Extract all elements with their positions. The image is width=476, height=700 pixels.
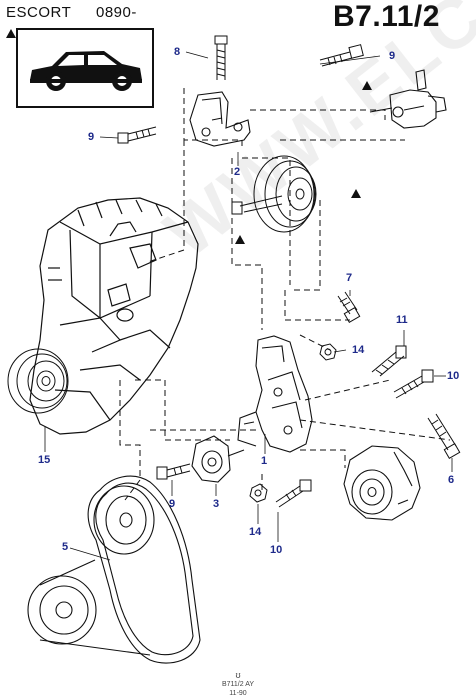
drive-belt-drawing [27, 475, 201, 664]
callout-3: 3 [213, 498, 220, 510]
bolt-11-drawing [371, 345, 407, 377]
assembly-lines [119, 88, 451, 501]
bolt-8-drawing [214, 35, 228, 80]
callout-14-lower: 14 [249, 526, 262, 538]
callout-1: 1 [261, 455, 268, 467]
engine-block-drawing [29, 197, 199, 435]
callout-10-upper: 10 [447, 370, 460, 382]
steering-pump-pulley-drawing [231, 155, 317, 233]
nut-14-lower-drawing [249, 483, 268, 503]
footer-drawing-code: B711/2 AY [221, 681, 255, 688]
footer-symbol: ʊ [235, 670, 241, 680]
diagram-reference: B7.11/2 [333, 0, 440, 33]
model-label: ESCORT [6, 4, 72, 21]
callout-9-lower: 9 [169, 498, 176, 510]
belt-tensioner-drawing [191, 435, 245, 483]
bolt-6-drawing [427, 413, 461, 460]
callout-6: 6 [448, 474, 455, 486]
bolt-7-drawing [337, 291, 361, 324]
footer-date: 11-90 [229, 690, 247, 697]
callout-11: 11 [396, 314, 408, 326]
bolt-9-middle-drawing [117, 126, 157, 144]
variant-triangle-icon [6, 29, 16, 38]
callout-7: 7 [346, 272, 353, 284]
triangle-icon [362, 81, 372, 90]
crankshaft-pulley-drawing [7, 348, 69, 414]
bolt-10-lower-drawing [275, 479, 312, 508]
callout-8: 8 [174, 46, 181, 58]
callout-10-lower: 10 [270, 544, 283, 556]
callout-5: 5 [62, 541, 69, 553]
model-year-code: 0890- [96, 4, 137, 21]
triangle-icon [235, 235, 245, 244]
hatchback-car-icon [30, 51, 142, 91]
pump-bracket-drawing [189, 91, 251, 147]
vehicle-silhouette-frame [16, 28, 154, 108]
callout-9-upper: 9 [389, 50, 396, 62]
callout-15: 15 [38, 454, 51, 466]
triangle-icon [351, 189, 361, 198]
steering-pump-drawing [369, 69, 447, 129]
nut-14-upper-drawing [319, 343, 337, 361]
variant-markers [235, 81, 372, 244]
callout-9-middle: 9 [88, 131, 95, 143]
callout-14-upper: 14 [352, 344, 365, 356]
alternator-drawing [343, 445, 421, 521]
leader-lines [44, 51, 453, 561]
callout-2: 2 [234, 166, 241, 178]
bolt-10-upper-drawing [393, 369, 434, 399]
alternator-bracket-drawing [237, 335, 313, 453]
bolt-9-lower-drawing [156, 463, 191, 480]
